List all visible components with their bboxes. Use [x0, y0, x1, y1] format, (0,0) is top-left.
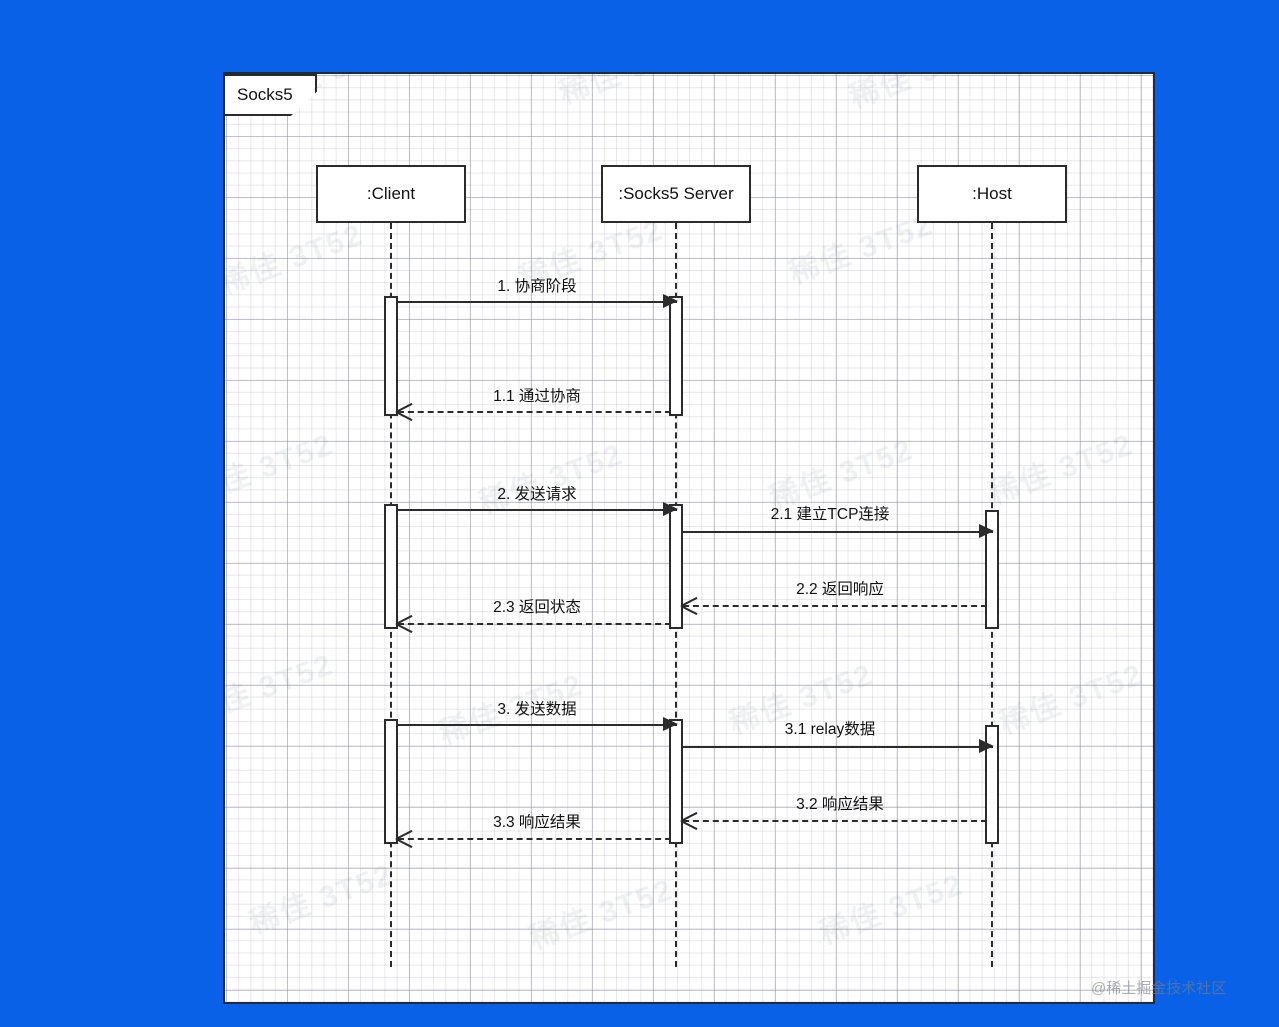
arrowhead-filled-right-icon — [663, 294, 678, 308]
message-1-1-label: 1.1 通过协商 — [493, 388, 581, 405]
background-watermark: 稀佳 3T52 — [785, 208, 939, 291]
arrowhead-open-left-icon — [396, 402, 413, 420]
message-3-2-label: 3.2 响应结果 — [796, 796, 884, 813]
arrowhead-filled-right-icon — [663, 717, 678, 731]
message-line — [683, 605, 987, 607]
message-line — [398, 623, 671, 625]
message-line — [683, 746, 993, 748]
frame-label: Socks5 — [237, 85, 293, 104]
background-watermark: 稀佳 3T52 — [815, 868, 969, 951]
background-watermark: 稀佳 3T52 — [223, 648, 339, 731]
message-3-3-label: 3.3 响应结果 — [493, 814, 581, 831]
message-line — [683, 820, 987, 822]
background-watermark: 稀佳 3T52 — [245, 858, 399, 941]
message-2-3-label: 2.3 返回状态 — [493, 599, 581, 616]
background-watermark: 稀佳 3T52 — [223, 218, 369, 301]
arrowhead-open-left-icon — [396, 829, 413, 847]
background-watermark: 稀佳 3T52 — [223, 428, 339, 511]
activation-bar-client-1 — [384, 296, 398, 416]
message-3-label: 3. 发送数据 — [497, 701, 577, 718]
message-line — [398, 724, 677, 726]
message-line — [683, 531, 993, 533]
activation-bar-host-3 — [985, 725, 999, 844]
arrowhead-filled-right-icon — [663, 502, 678, 516]
message-2-1-label: 2.1 建立TCP连接 — [770, 506, 890, 523]
background-watermark: 稀佳 3T52 — [552, 74, 709, 112]
message-line — [398, 411, 671, 413]
activation-bar-client-3 — [384, 719, 398, 844]
arrowhead-open-left-icon — [396, 614, 413, 632]
lifeline-head-client[interactable]: :Client — [316, 165, 466, 223]
message-line — [398, 301, 677, 303]
diagram-canvas: 稀佳 3T52 稀佳 3T52 稀佳 3T52 稀佳 3T52 稀佳 3T52 … — [223, 72, 1155, 1004]
lifeline-head-host[interactable]: :Host — [917, 165, 1067, 223]
activation-bar-client-2 — [384, 504, 398, 629]
background-watermark: 稀佳 3T52 — [985, 428, 1139, 511]
background-watermark: 稀佳 3T52 — [525, 873, 679, 956]
message-line — [398, 838, 671, 840]
arrowhead-filled-right-icon — [979, 739, 994, 753]
message-line — [398, 509, 677, 511]
message-1-label: 1. 协商阶段 — [497, 278, 577, 295]
message-3-1-label: 3.1 relay数据 — [784, 721, 876, 738]
lifeline-head-socks5-server[interactable]: :Socks5 Server — [601, 165, 751, 223]
background-watermark: 稀佳 3T52 — [845, 72, 999, 115]
background-watermark: 稀佳 3T52 — [995, 658, 1149, 741]
corner-watermark: @稀土掘金技术社区 — [1091, 980, 1227, 997]
activation-bar-host-2 — [985, 510, 999, 629]
arrowhead-open-left-icon — [681, 596, 698, 614]
arrowhead-open-left-icon — [681, 811, 698, 829]
arrowhead-filled-right-icon — [979, 524, 994, 538]
activation-bar-server-1 — [669, 296, 683, 416]
message-2-2-label: 2.2 返回响应 — [796, 581, 884, 598]
message-2-label: 2. 发送请求 — [497, 486, 577, 503]
